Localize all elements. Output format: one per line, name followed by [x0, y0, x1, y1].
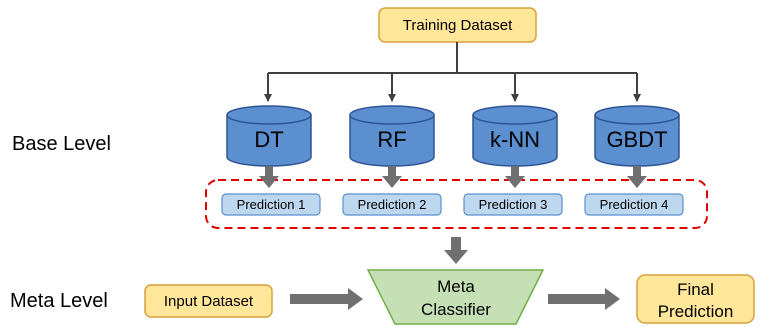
input-dataset-label: Input Dataset — [164, 293, 254, 310]
base-level-label: Base Level — [12, 133, 111, 155]
prediction-label-1: Prediction 1 — [237, 197, 306, 212]
model-label-knn: k-NN — [490, 127, 540, 152]
classifier-to-final-arrow — [548, 288, 620, 310]
model-cylinder-knn: k-NN — [472, 105, 558, 167]
prediction-box-3: Prediction 3 — [463, 193, 563, 216]
meta-classifier-shape — [366, 269, 545, 325]
group-to-meta-arrow — [444, 237, 468, 264]
model-cylinder-rf: RF — [349, 105, 435, 167]
final-prediction-label-line1: Final — [677, 280, 714, 299]
meta-classifier-label-line2: Classifier — [421, 300, 491, 319]
input-dataset-box — [144, 284, 273, 318]
meta-classifier-label-line1: Meta — [437, 277, 475, 296]
model-label-gbdt: GBDT — [606, 127, 667, 152]
meta-level-label: Meta Level — [10, 290, 108, 312]
cylinder-to-prediction-arrows — [259, 166, 647, 188]
model-cylinder-gbdt: GBDT — [594, 105, 680, 167]
prediction-label-2: Prediction 2 — [358, 197, 427, 212]
training-dataset-label: Training Dataset — [403, 17, 513, 34]
model-label-dt: DT — [254, 127, 283, 152]
predictions-group — [205, 179, 708, 229]
prediction-box-1: Prediction 1 — [221, 193, 321, 216]
model-label-rf: RF — [377, 127, 406, 152]
prediction-box-4: Prediction 4 — [584, 193, 684, 216]
final-prediction-box — [636, 274, 755, 324]
final-prediction-label-line2: Prediction — [658, 302, 734, 321]
model-cylinder-dt: DT — [226, 105, 312, 167]
prediction-label-4: Prediction 4 — [600, 197, 669, 212]
prediction-label-3: Prediction 3 — [479, 197, 548, 212]
connector-tree — [264, 42, 641, 102]
input-to-classifier-arrow — [290, 288, 363, 310]
prediction-box-2: Prediction 2 — [342, 193, 442, 216]
